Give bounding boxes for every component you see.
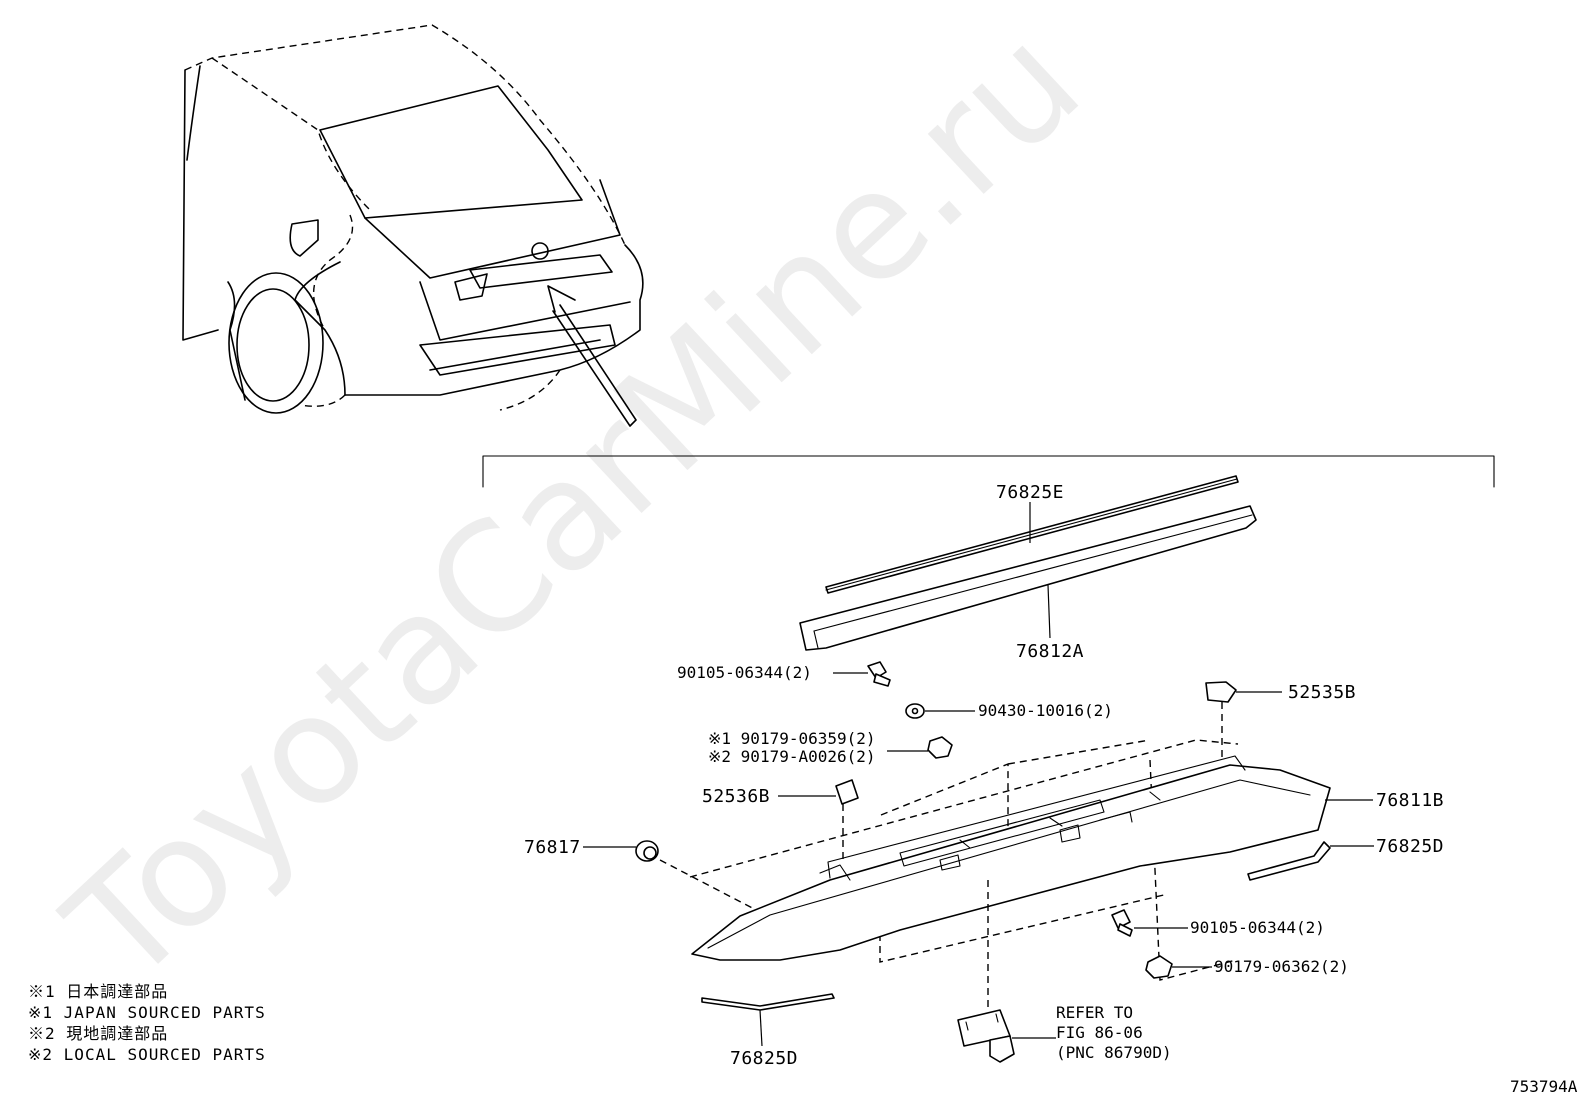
part-52536B-clip [778,779,859,860]
assembly-guide-box [689,739,1239,981]
part-90179-nut [887,736,953,759]
refer-line-1: REFER TO [1056,1003,1133,1022]
part-76812A-garnish [799,505,1257,651]
location-arrow [547,285,637,427]
car-rear-illustration [182,24,644,414]
callout-76825E-top: 76825E [996,482,1064,503]
callout-90179-jp: ※1 90179-06359(2) [708,729,876,748]
part-90430-washer [905,703,975,719]
note-jp-sourced-en: ※1 JAPAN SOURCED PARTS [28,1003,266,1022]
callout-76811B: 76811B [1376,790,1444,811]
callout-90105-bottom: 90105-06344(2) [1190,918,1325,937]
part-90105-bolt-bottom [1111,909,1188,937]
callout-52535B: 52535B [1288,682,1356,703]
part-52535B-clip [1205,681,1282,760]
part-camera-unit [957,880,1056,1063]
part-76825D-right-strip [1247,841,1374,881]
note-jp-sourced-ja: ※1 日本調達部品 [28,982,168,1001]
part-76825E-strip [825,475,1239,594]
callout-76817: 76817 [524,837,581,858]
refer-line-2: FIG 86-06 [1056,1023,1143,1042]
callout-76825D-right: 76825D [1376,836,1444,857]
figure-id: 753794A [1510,1077,1578,1096]
callout-76825D-bottom: 76825D [730,1048,798,1069]
callout-90105-top: 90105-06344(2) [677,663,812,682]
note-local-sourced-ja: ※2 現地調達部品 [28,1024,168,1043]
part-90179-nut-bottom [1145,955,1212,979]
assembly-bracket [482,455,1495,488]
callout-90179-bottom: 90179-06362(2) [1214,957,1349,976]
callout-76812A: 76812A [1016,641,1084,662]
leader-76812A [1047,584,1051,639]
part-76817-grommet [583,840,761,913]
callout-90430: 90430-10016(2) [978,701,1113,720]
part-76811B-main-garnish [691,755,1373,961]
refer-line-3: (PNC 86790D) [1056,1043,1172,1062]
callout-52536B: 52536B [702,786,770,807]
callout-90179-local: ※2 90179-A0026(2) [708,747,876,766]
part-76825D-bottom-strip [701,993,835,1047]
note-local-sourced-en: ※2 LOCAL SOURCED PARTS [28,1045,266,1064]
part-90105-bolt-top [833,661,891,687]
